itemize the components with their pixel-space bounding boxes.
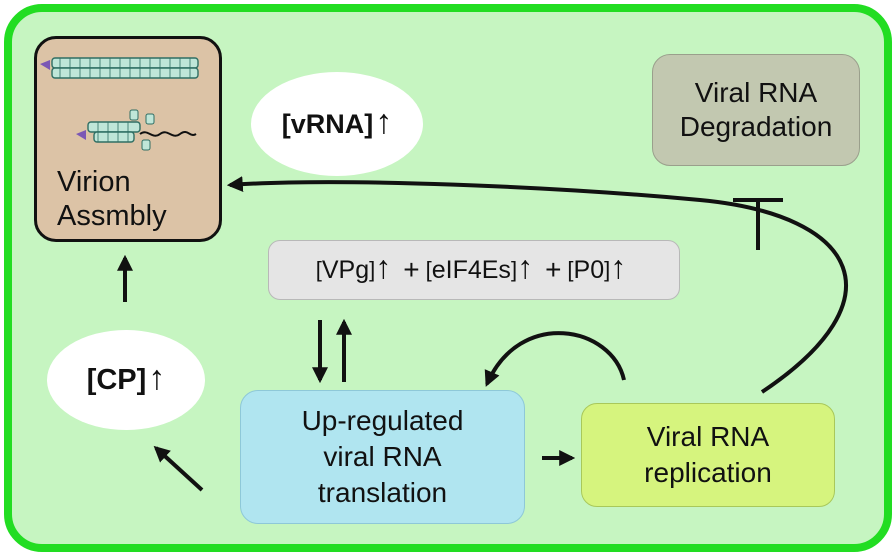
translation-label-line2: viral RNA xyxy=(323,441,442,472)
degradation-label-line2: Degradation xyxy=(679,111,833,142)
translation-label-line3: translation xyxy=(317,477,448,508)
virion-label-line1: Virion xyxy=(57,166,131,198)
vrna-up-arrow-icon: ↑ xyxy=(375,102,393,141)
translation-label-line1: Up-regulated xyxy=(301,405,464,436)
p0-open-bracket: [ xyxy=(567,257,574,282)
eif4es-label: eIF4Es xyxy=(431,255,511,284)
vpg-up-arrow-icon: ↑ xyxy=(375,248,392,285)
vrna-label: [vRNA] xyxy=(281,108,374,139)
plus-sign: + xyxy=(545,254,562,285)
plus-sign: + xyxy=(403,254,420,285)
replication-to-virion-arrow xyxy=(226,176,848,394)
p0-close-bracket: ] xyxy=(604,257,611,282)
vrna-level-oval: [vRNA]↑ xyxy=(251,72,423,176)
viral-rna-degradation-box: Viral RNA Degradation xyxy=(652,54,860,166)
vpg-close-bracket: ] xyxy=(369,257,376,282)
eif4es-up-arrow-icon: ↑ xyxy=(517,248,534,285)
virion-assembly-label: Virion Assmbly xyxy=(37,165,167,239)
vpg-open-bracket: [ xyxy=(315,257,322,282)
translation-to-cp-arrow xyxy=(153,445,204,492)
vpg-label: VPg xyxy=(321,255,370,284)
degradation-label-line1: Viral RNA xyxy=(694,77,818,108)
cp-level-oval: [CP]↑ xyxy=(47,330,205,430)
p0-up-arrow-icon: ↑ xyxy=(610,248,627,285)
replication-label-line1: Viral RNA xyxy=(646,421,770,452)
host-factors-box: [VPg]↑ + [eIF4Es]↑ + [P0]↑ xyxy=(268,240,680,300)
translation-box: Up-regulated viral RNA translation xyxy=(240,390,525,524)
cp-label: [CP] xyxy=(86,363,147,396)
replication-loop-arrow xyxy=(484,331,626,387)
p0-label: P0 xyxy=(573,255,605,284)
cp-up-arrow-icon: ↑ xyxy=(148,358,166,397)
replication-label-line2: replication xyxy=(644,457,772,488)
eif4es-open-bracket: [ xyxy=(425,257,432,282)
virion-particles-icon xyxy=(40,57,199,151)
virion-label-line2: Assmbly xyxy=(57,200,167,232)
replication-box: Viral RNA replication xyxy=(581,403,835,507)
eif4es-close-bracket: ] xyxy=(510,257,518,282)
inhibition-bar-icon xyxy=(733,198,783,250)
